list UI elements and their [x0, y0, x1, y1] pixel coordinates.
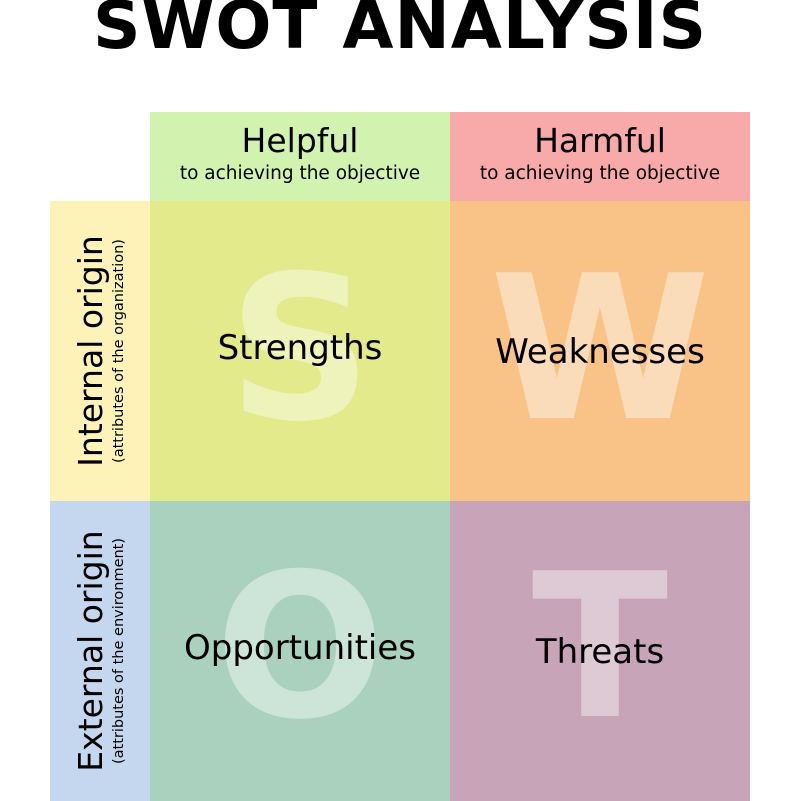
quadrant-weaknesses-letter: W [489, 233, 711, 466]
column-header-harmful: Harmful to achieving the objective [450, 112, 750, 201]
quadrant-strengths: S Strengths [150, 201, 450, 501]
row-header-external-subtitle: (attributes of the environment) [111, 537, 127, 765]
row-header-internal: Internal origin (attributes of the organ… [50, 201, 150, 501]
column-header-harmful-subtitle: to achieving the objective [479, 163, 721, 184]
column-header-helpful: Helpful to achieving the objective [150, 112, 450, 201]
quadrant-opportunities: O Opportunities [150, 501, 450, 801]
row-header-internal-title: Internal origin [71, 235, 110, 467]
quadrant-strengths-letter: S [227, 233, 373, 466]
column-header-harmful-title: Harmful [534, 121, 666, 160]
quadrant-threats-label: Threats [535, 632, 665, 672]
column-header-helpful-title: Helpful [241, 121, 359, 160]
row-header-external: External origin (attributes of the envir… [50, 501, 150, 801]
quadrant-opportunities-label: Opportunities [184, 628, 416, 668]
quadrant-opportunities-letter: O [214, 531, 386, 764]
quadrant-weaknesses-label: Weaknesses [495, 332, 705, 372]
quadrant-threats: T Threats [450, 501, 750, 801]
row-header-internal-subtitle: (attributes of the organization) [111, 239, 127, 463]
quadrant-strengths-label: Strengths [217, 328, 383, 368]
quadrant-threats-letter: T [531, 531, 669, 764]
quadrant-weaknesses: W Weaknesses [450, 201, 750, 501]
page-title: SWOT ANALYSIS [92, 0, 708, 64]
row-header-external-title: External origin [71, 530, 110, 772]
column-header-helpful-subtitle: to achieving the objective [179, 163, 421, 184]
